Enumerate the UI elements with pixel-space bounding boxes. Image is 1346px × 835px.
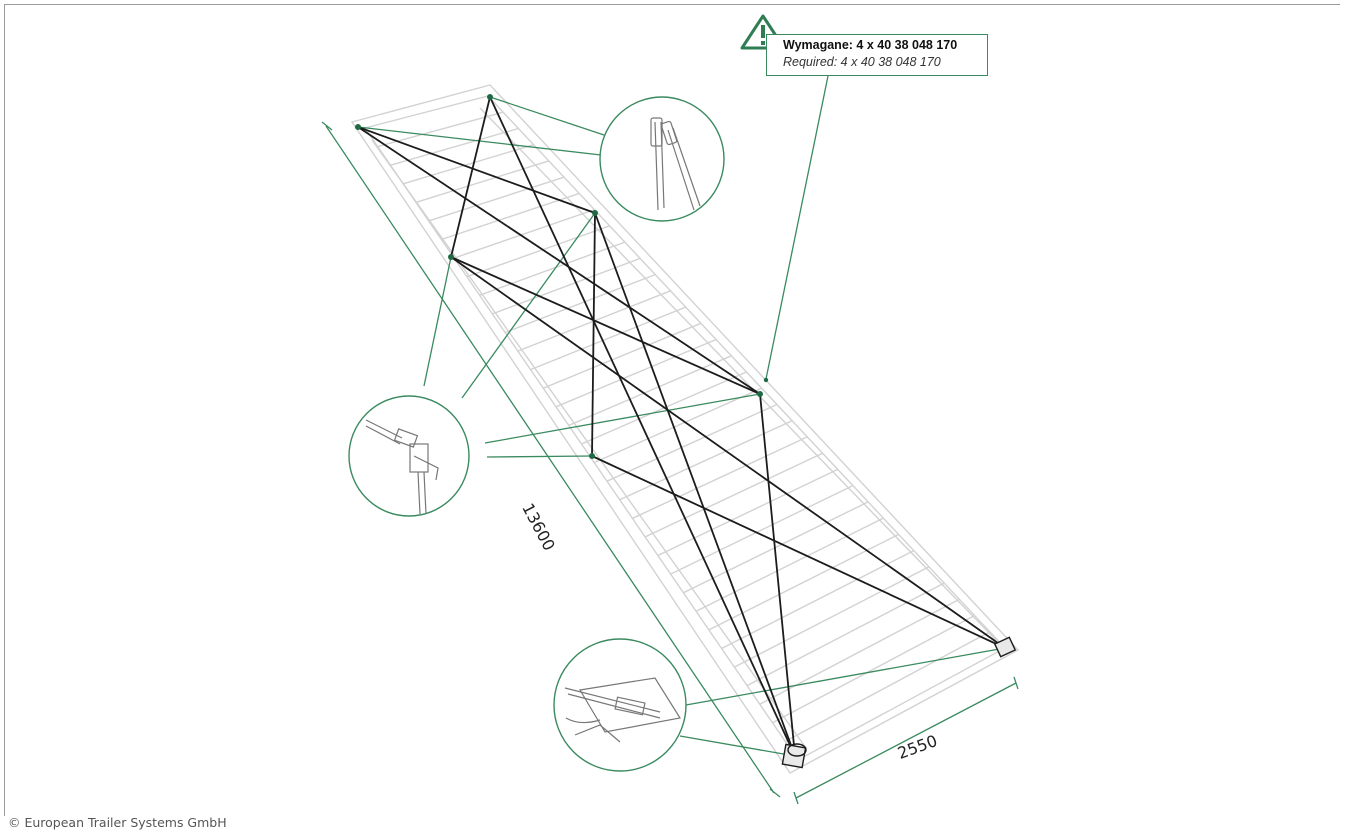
lashing-straps [357,96,1006,757]
anchor-point [448,254,454,260]
anchor-point [592,210,598,216]
callout-leader [765,75,829,380]
length-dimension-tick-start [321,121,333,131]
leader-bottom-2 [679,735,796,757]
width-dimension-line [795,682,1017,799]
detail-circle-top [599,96,725,222]
anchor-point [757,391,763,397]
leader-bottom-1 [685,647,1006,706]
copyright-notice: © European Trailer Systems GmbH [8,815,227,830]
strap-1 [357,126,1006,649]
length-dimension-line [325,125,775,794]
callout-required-pl: Wymagane: 4 x 40 38 048 170 [783,38,958,52]
strap-3 [357,126,761,395]
strap-5 [450,256,1006,649]
ratchet-rear-right [993,636,1017,658]
leader-mid-4 [486,455,593,458]
corner-hardware [781,636,1017,769]
callout-anchor-point [763,377,769,383]
leader-mid-3 [484,393,761,444]
detail-circle-bottom [553,638,687,772]
anchor-points [355,94,769,459]
anchor-point [355,124,361,130]
dimension-lines [321,121,1019,805]
width-dimension-tick-end [1013,676,1019,690]
leader-top-1 [489,96,605,136]
figure-frame [4,4,1340,816]
strap-6 [594,212,796,757]
strap-4 [489,96,796,757]
requirement-callout: Wymagane: 4 x 40 38 048 170 Required: 4 … [766,34,988,76]
leader-mid-1 [423,256,452,387]
trailer-outline [350,84,1020,774]
leader-mid-2 [461,212,596,399]
strap-2 [450,96,796,757]
detail-circle-middle [348,395,470,517]
anchor-point [487,94,493,100]
callout-required-en: Required: 4 x 40 38 048 170 [783,55,941,69]
ratchet-handle [787,743,807,757]
anchor-point [589,453,595,459]
leader-lines [357,75,1006,757]
length-dimension-tick-end [769,788,781,798]
width-dimension-tick-start [793,791,799,805]
